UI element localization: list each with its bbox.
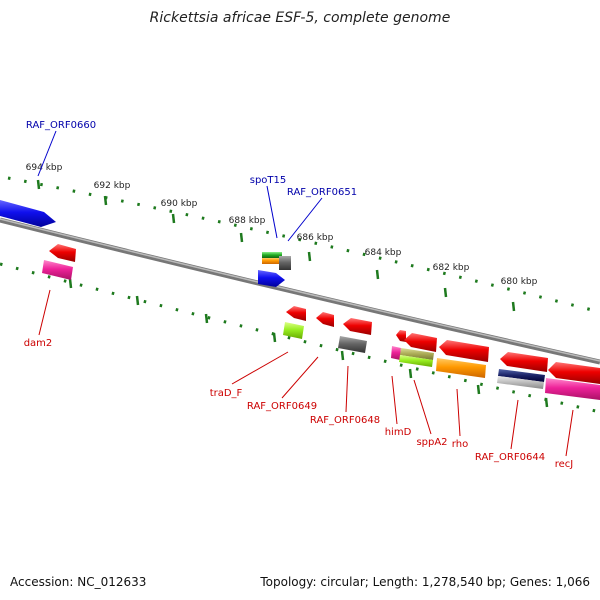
- genome-backbone: [0, 217, 600, 365]
- tick-mark: [340, 350, 345, 361]
- leader-line: [38, 289, 51, 336]
- leader-line: [456, 388, 461, 437]
- accession-text: Accession: NC_012633: [10, 575, 146, 589]
- kbp-label: 684 kbp: [365, 248, 402, 258]
- gene-recj-arrow: [548, 362, 600, 384]
- kbp-label: 690 kbp: [161, 199, 198, 209]
- gene-raf-orf0651-box: [279, 256, 291, 270]
- gene-raf-orf0644-box-navy: [498, 369, 545, 382]
- map-title: Rickettsia africae ESF-5, complete genom…: [150, 10, 451, 26]
- gene-raf-orf0644-box-gray: [497, 376, 544, 389]
- leader-line: [266, 185, 278, 239]
- gene-dam2-box-pink: [42, 260, 73, 280]
- kbp-label: 682 kbp: [433, 263, 470, 273]
- outer-major-ticks: [36, 179, 516, 312]
- gene-raf-orf0644-arrow: [500, 352, 548, 372]
- kbp-label: 680 kbp: [501, 277, 538, 287]
- leader-line: [345, 365, 349, 413]
- gene-label-sppa2[interactable]: sppA2: [416, 437, 447, 448]
- leader-line: [281, 356, 319, 399]
- gene-sppa2-box-olive: [400, 348, 434, 360]
- kbp-label: 692 kbp: [94, 181, 131, 191]
- gene-himd-box: [391, 346, 401, 360]
- leader-line: [287, 197, 323, 242]
- gene-trad-f-box: [283, 322, 304, 339]
- leader-line: [231, 351, 289, 385]
- leader-line: [413, 379, 432, 435]
- gene-label-trad-f[interactable]: traD_F: [210, 388, 243, 399]
- gene-label-himd[interactable]: himD: [385, 427, 412, 438]
- tick-mark: [36, 179, 41, 190]
- tick-mark: [476, 384, 481, 395]
- gene-label-raf-orf0648[interactable]: RAF_ORF0648: [310, 415, 380, 426]
- tick-mark: [511, 301, 516, 312]
- tick-mark: [544, 397, 549, 408]
- gene-recj-box: [545, 378, 600, 400]
- tick-mark: [239, 232, 244, 243]
- tick-mark: [408, 368, 413, 379]
- gene-spot15-box-orange: [262, 258, 280, 264]
- leader-line: [37, 130, 57, 177]
- leader-line: [510, 399, 519, 450]
- gene-rho-box: [436, 358, 486, 378]
- tick-mark: [272, 332, 277, 343]
- tick-mark: [171, 213, 176, 224]
- gene-rho-arrow: [439, 340, 489, 362]
- tick-mark: [68, 278, 73, 289]
- forward-genes[interactable]: [0, 200, 291, 287]
- gene-dam2-arrow-red: [49, 244, 76, 262]
- reverse-leader-lines: [38, 289, 574, 457]
- gene-label-raf-orf0660[interactable]: RAF_ORF0660: [26, 120, 96, 131]
- tick-mark: [307, 251, 312, 262]
- tick-mark: [135, 295, 140, 306]
- reverse-genes[interactable]: [42, 244, 600, 400]
- genome-backbone-highlight: [0, 218, 600, 362]
- gene-sppa2-arrow: [404, 333, 437, 352]
- gene-label-raf-orf0644[interactable]: RAF_ORF0644: [475, 452, 545, 463]
- gene-raf-orf0648-box: [338, 336, 367, 353]
- gene-blue-arrow: [258, 270, 285, 287]
- tick-mark: [103, 195, 108, 206]
- gene-raf-orf0660-arrow: [0, 200, 56, 227]
- gene-label-raf-orf0651[interactable]: RAF_ORF0651: [287, 187, 357, 198]
- kbp-label: 688 kbp: [229, 216, 266, 226]
- gene-label-recj[interactable]: recJ: [555, 459, 574, 470]
- gene-sppa2-box-lime: [399, 355, 433, 367]
- forward-leader-lines: [37, 130, 323, 242]
- tick-mark: [443, 287, 448, 298]
- kbp-label: 694 kbp: [26, 163, 63, 173]
- inner-major-ticks: [68, 278, 549, 408]
- leader-line: [391, 375, 398, 425]
- gene-label-dam2[interactable]: dam2: [24, 338, 53, 349]
- gene-trad-f-arrow: [286, 306, 306, 321]
- gene-label-raf-orf0649[interactable]: RAF_ORF0649: [247, 401, 317, 412]
- gene-raf-orf0649-arrow: [316, 312, 334, 327]
- kbp-label: 686 kbp: [297, 233, 334, 243]
- tick-mark: [375, 269, 380, 280]
- gene-spot15-box-green: [262, 252, 282, 258]
- gene-himd-arrow: [396, 330, 406, 342]
- gene-raf-orf0648-arrow: [343, 318, 372, 335]
- gene-label-spot15[interactable]: spoT15: [250, 175, 287, 186]
- gene-label-rho[interactable]: rho: [452, 439, 468, 450]
- leader-line: [565, 409, 574, 457]
- genome-summary-text: Topology: circular; Length: 1,278,540 bp…: [259, 575, 590, 589]
- tick-mark: [204, 313, 209, 324]
